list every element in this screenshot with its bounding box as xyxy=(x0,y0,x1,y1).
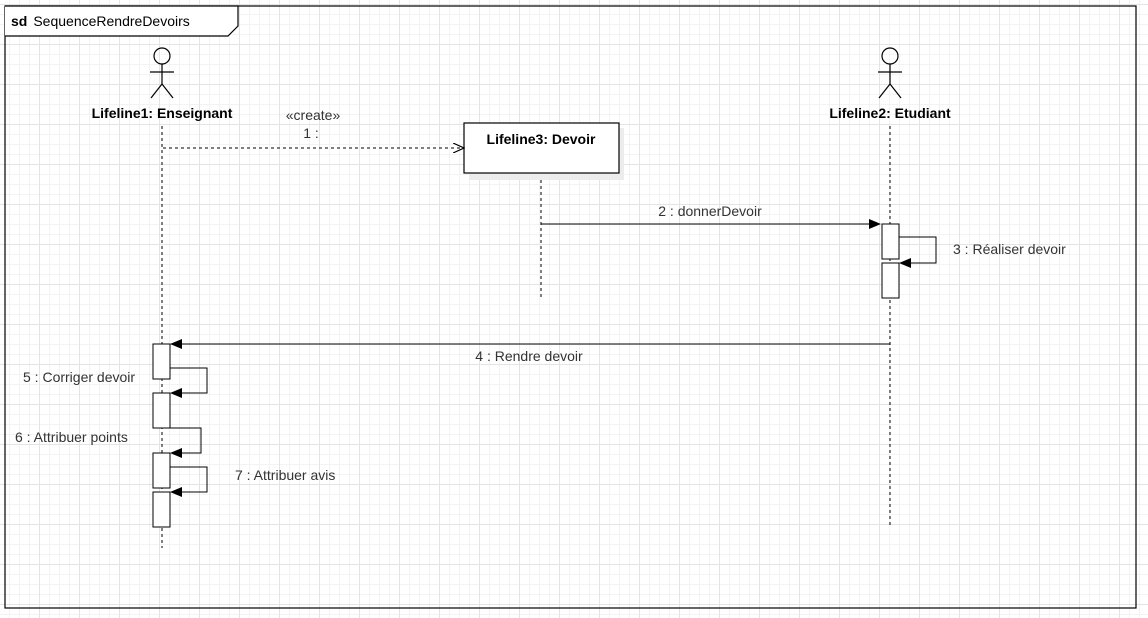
activation-etudiant-2 xyxy=(881,262,900,299)
sd-frame xyxy=(4,5,1137,609)
lifeline-etudiant-label: Lifeline2: Etudiant xyxy=(829,105,951,121)
activation-enseignant-4 xyxy=(152,491,171,528)
actor-etudiant-icon xyxy=(878,47,902,99)
message-create-stereotype: «create» xyxy=(286,107,341,123)
message-5-label: 5 : Corriger devoir xyxy=(23,369,135,385)
frame-title: sd SequenceRendreDevoirs xyxy=(11,13,190,29)
lifeline-devoir-box[interactable] xyxy=(463,122,620,174)
activation-enseignant-1 xyxy=(152,343,171,380)
message-3-label: 3 : Réaliser devoir xyxy=(953,241,1066,257)
message-7-arrow[interactable] xyxy=(170,466,208,497)
activation-etudiant-1 xyxy=(881,223,900,260)
message-6-label: 6 : Attribuer points xyxy=(15,429,128,445)
frame-name: SequenceRendreDevoirs xyxy=(33,13,189,29)
message-1-label: 1 : xyxy=(303,125,319,141)
message-5-arrow[interactable] xyxy=(170,367,208,398)
message-6-arrow[interactable] xyxy=(170,427,202,458)
lifeline-devoir-label: Lifeline3: Devoir xyxy=(487,131,596,147)
message-3-arrow[interactable] xyxy=(899,236,937,268)
frame-keyword: sd xyxy=(11,13,27,29)
actor-enseignant-icon xyxy=(150,47,174,99)
message-4-label: 4 : Rendre devoir xyxy=(475,348,583,364)
message-2-label: 2 : donnerDevoir xyxy=(658,203,762,219)
message-7-label: 7 : Attribuer avis xyxy=(235,467,335,483)
sd-frame-tab xyxy=(5,5,239,37)
activation-enseignant-3 xyxy=(152,452,171,489)
activation-enseignant-2 xyxy=(152,392,171,429)
lifeline-enseignant-label: Lifeline1: Enseignant xyxy=(92,105,233,121)
